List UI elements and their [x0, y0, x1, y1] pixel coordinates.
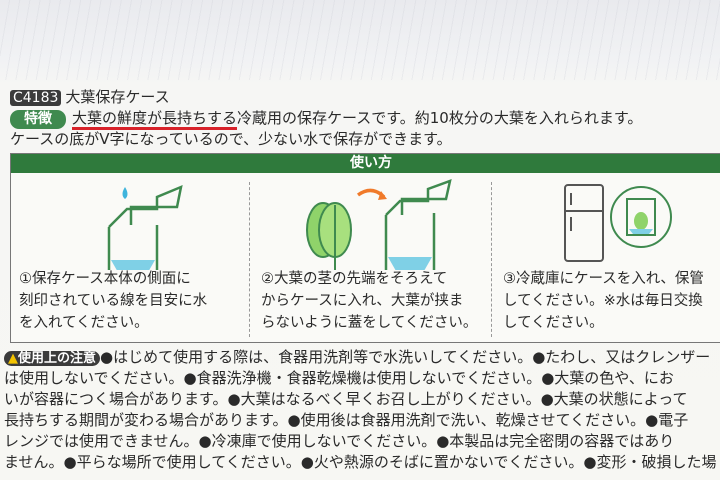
caution-line: 長持ちする期間が変わる場合があります。●使用後は食器用洗剤で洗い、乾燥させてくだ… — [4, 411, 689, 429]
howto-step-2: ②大葉の茎の先端をそろえて からケースに入れ、大葉が挟ま らないように蓋をしてく… — [253, 175, 491, 340]
howto-step-1: ①保存ケース本体の側面に 刻印されている線を目安に水 を入れてください。 — [11, 175, 249, 340]
howto-section: 使い方 ①保存ケース本体の側面に 刻印されている線を目安に水 を入れてください。… — [10, 153, 720, 343]
divider — [491, 182, 492, 337]
step-3-text: ③冷蔵庫にケースを入れ、保管 してください。※水は毎日交換 してください。 — [503, 271, 704, 331]
caution-line: レンジでは使用できません。●冷凍庫で使用しないでください。●本製品は完全密閉の容… — [4, 432, 675, 450]
feature-text: 冷蔵用の保存ケースです。約10枚分の大葉を入れられます。 — [237, 109, 643, 127]
step-1-text: ①保存ケース本体の側面に 刻印されている線を目安に水 を入れてください。 — [19, 271, 208, 331]
howto-title: 使い方 — [11, 154, 720, 173]
water-drop-case-icon — [107, 184, 183, 279]
caution-line: いが容器につく場合があります。●大葉はなるべく早くお召し上がりください。●大葉の… — [4, 390, 688, 408]
divider — [249, 182, 250, 337]
warning-icon: ▲ — [8, 351, 18, 366]
refrigerator-icon — [564, 184, 672, 262]
feature-badge: 特徴 — [10, 110, 66, 129]
feature-line-1: 特徴大葉の鮮度が長持ちする冷蔵用の保存ケースです。約10枚分の大葉を入れられます… — [10, 109, 643, 130]
caution-badge: ▲使用上の注意 — [4, 351, 101, 366]
product-code-badge: C4183 — [10, 90, 62, 106]
caution-line: ません。●平らな場所で使用してください。●火や熱源のそばに置かないでください。●… — [4, 453, 717, 471]
background-paper — [0, 0, 720, 80]
caution-section: ▲使用上の注意●はじめて使用する際は、食器用洗剤等で水洗いしてください。●たわし… — [4, 347, 720, 473]
howto-step-3: ③冷蔵庫にケースを入れ、保管 してください。※水は毎日交換 してください。 — [495, 175, 720, 340]
feature-line-2: ケースの底がV字になっているので、少ない水で保存ができます。 — [10, 130, 452, 148]
shiso-leaves-into-case-icon — [306, 179, 452, 276]
feature-underlined-text: 大葉の鮮度が長持ちする — [72, 109, 238, 130]
step-2-text: ②大葉の茎の先端をそろえて からケースに入れ、大葉が挟ま らないように蓋をしてく… — [261, 271, 478, 331]
product-name: 大葉保存ケース — [65, 88, 170, 106]
caution-line: ●はじめて使用する際は、食器用洗剤等で水洗いしてください。●たわし、又はクレンザ… — [100, 348, 711, 366]
caution-line: は使用しないでください。●食器洗浄機・食器乾燥機は使用しないでください。●大葉の… — [4, 369, 674, 387]
